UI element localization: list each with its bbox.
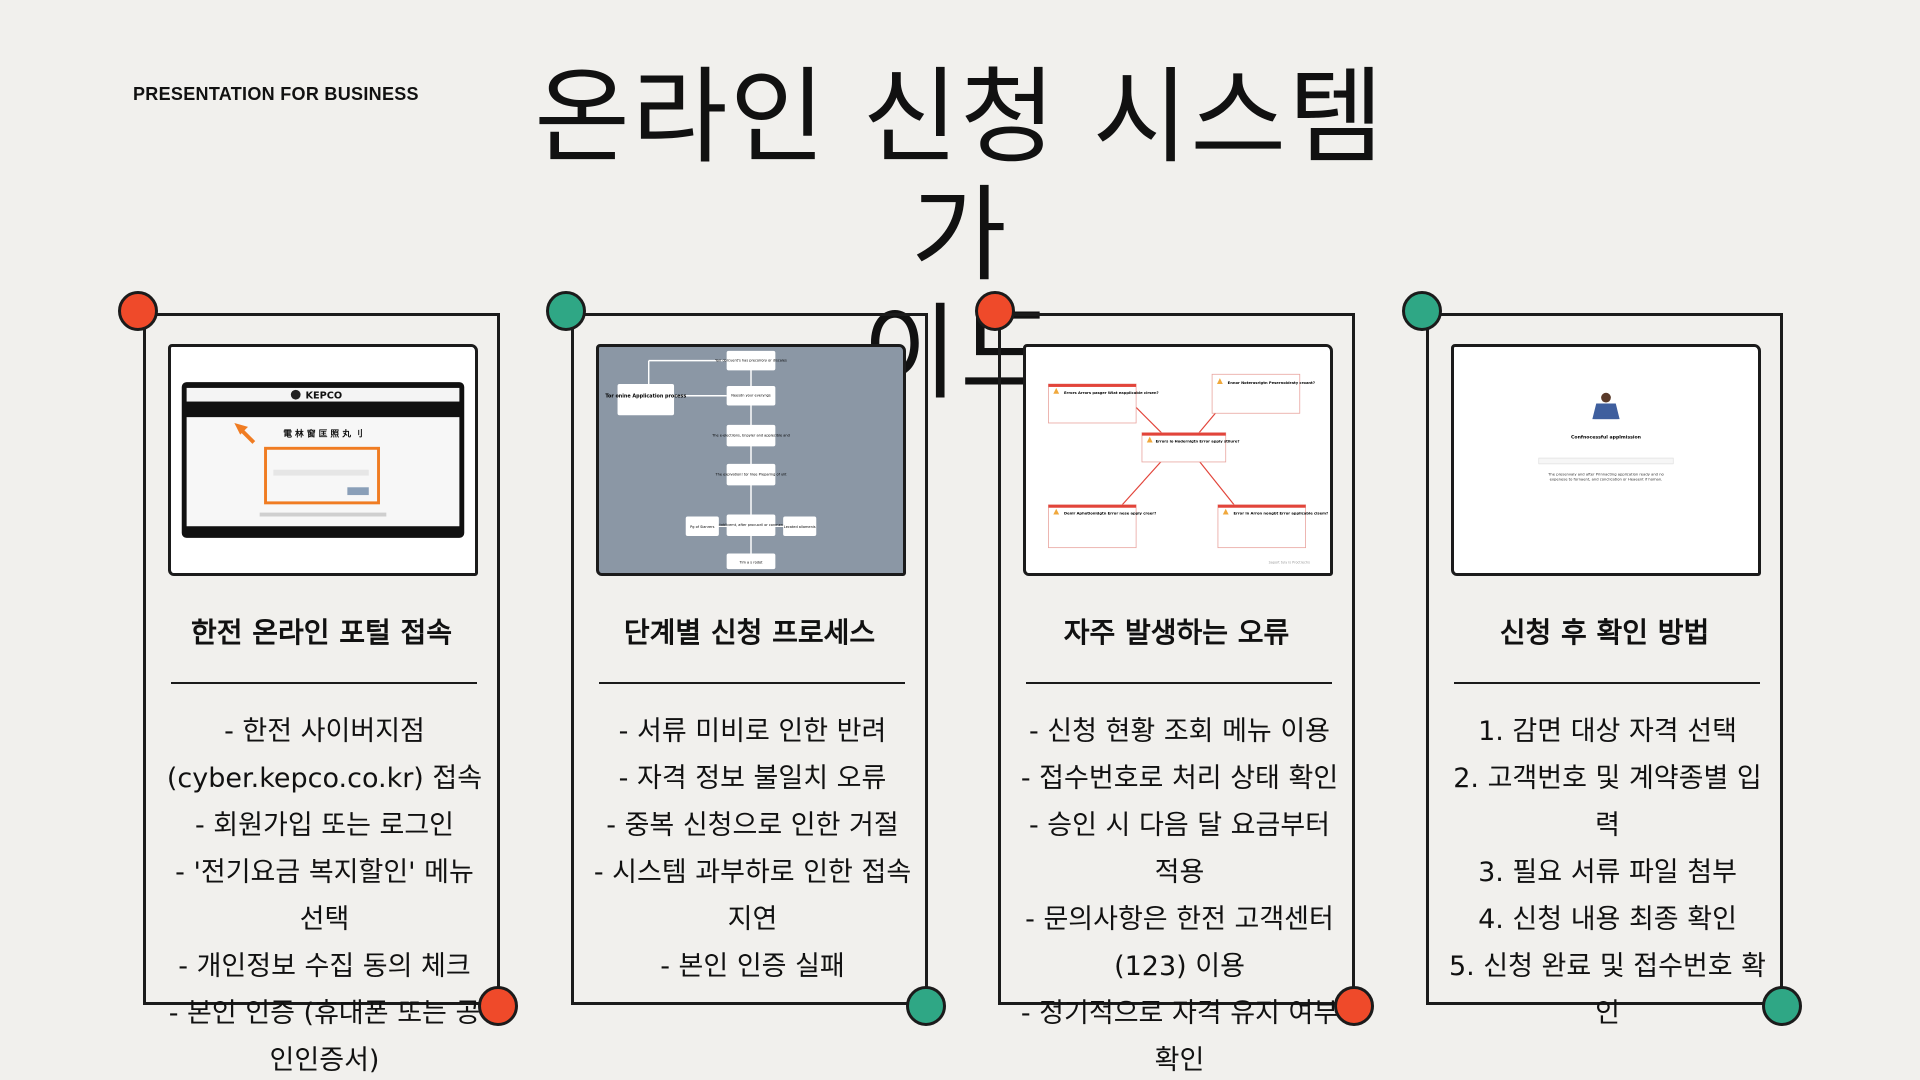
eyebrow-label: PRESENTATION FOR BUSINESS	[133, 84, 419, 104]
body-line: 1. 감면 대상 자격 선택	[1478, 716, 1737, 747]
red-corner-dot	[118, 291, 158, 331]
flow-step: Tim a s rodot	[739, 560, 764, 564]
confirmation-screen-image: Confnocessful applmission The presenvaly…	[1451, 344, 1761, 576]
body-line: - 본인 인증 (휴대폰 또는 공	[168, 998, 481, 1029]
body-line: 확인	[1154, 1045, 1205, 1076]
body-line: - 승인 시 다음 달 요금부터	[1028, 810, 1331, 841]
body-line: 인	[1595, 998, 1620, 1029]
card-confirmation: Confnocessful applmission The presenvaly…	[1426, 313, 1783, 1029]
card-body: 1. 감면 대상 자격 선택 2. 고객번호 및 계약종별 입 력 3. 필요 …	[1417, 708, 1798, 1037]
divider	[1026, 682, 1332, 684]
error-box: Errors lo Hodernigtn Error apply stilure…	[1156, 439, 1240, 443]
kepco-portal-image: KEPCO 電 林 窗 匡 照 丸 刂	[172, 347, 474, 573]
card-title: 자주 발생하는 오류	[1063, 616, 1290, 649]
divider	[599, 682, 905, 684]
card-title: 신청 후 확인 방법	[1499, 616, 1710, 649]
flow-side-left: Pg of Sianrers	[690, 525, 714, 529]
body-line: 3. 필요 서류 파일 첨부	[1478, 857, 1737, 888]
kepco-brand-text: KEPCO	[305, 391, 342, 402]
flow-step: Establicemt, after procuoril or conmenet	[716, 523, 788, 527]
body-line: 인인증서)	[269, 1045, 380, 1076]
body-line: - 개인정보 수집 동의 체크	[178, 951, 471, 982]
page-title-line-1: 온라인 신청 시스템 가	[534, 56, 1386, 296]
card-common-errors: Errors Arrors pasger Wiat eapplicable ci…	[998, 313, 1355, 1076]
flowchart-svg: Tor onine Application process Yoir dorcu…	[600, 347, 902, 573]
error-diagram-image: Errors Arrors pasger Wiat eapplicable ci…	[1023, 344, 1333, 576]
confirmation-caption: The presenvaly and after Prinnacting app…	[1548, 471, 1664, 482]
body-line: 지연	[727, 904, 778, 935]
body-line: - 정기적으로 자격 유지 여부	[1020, 998, 1339, 1029]
divider	[171, 682, 477, 684]
body-line: 2. 고객번호 및 계약종별 입	[1453, 763, 1762, 794]
body-line: - 회원가입 또는 로그인	[194, 810, 455, 841]
body-line: - 서류 미비로 인한 반려	[618, 716, 887, 747]
body-line: 력	[1595, 810, 1620, 841]
body-line: - 한전 사이버지점	[224, 716, 425, 747]
confirmation-svg: Confnocessful applmission The presenvaly…	[1455, 347, 1757, 573]
red-corner-dot	[1334, 986, 1374, 1026]
flow-step: Yoir dorcuent's has precoirory or discal…	[715, 359, 787, 363]
confirmation-heading: Confnocessful applmission	[1571, 435, 1641, 441]
portal-heading-text: 電 林 窗 匡 照 丸 刂	[283, 428, 363, 440]
error-diagram-svg: Errors Arrors pasger Wiat eapplicable ci…	[1027, 347, 1329, 573]
card-body: - 서류 미비로 인한 반려 - 자격 정보 불일치 오류 - 중복 신청으로 …	[562, 708, 943, 990]
body-line: 4. 신청 내용 최종 확인	[1478, 904, 1737, 935]
error-box: Ennor Noterasrigtn Pesernoldraty croant?	[1228, 381, 1315, 385]
diagram-footer: Saport tuly is Proctrechs	[1269, 560, 1311, 564]
body-line: - 시스템 과부하로 인한 접속	[593, 857, 912, 888]
flow-step: The expivation! tor hlee Preparing of ul…	[714, 473, 787, 477]
card-title: 단계별 신청 프로세스	[623, 616, 876, 649]
green-corner-dot	[1762, 986, 1802, 1026]
page-title: 온라인 신청 시스템 가 이드	[520, 58, 1400, 412]
kepco-portal-screenshot: KEPCO 電 林 窗 匡 照 丸 刂	[168, 344, 478, 576]
card-portal-access: KEPCO 電 林 窗 匡 照 丸 刂 한전 온라인 포털 접속 - 한전 사이…	[143, 313, 500, 1076]
card-process: Tor onine Application process Yoir dorcu…	[571, 313, 928, 1005]
body-line: - 자격 정보 불일치 오류	[618, 763, 887, 794]
body-line: 적용	[1154, 857, 1205, 888]
card-title: 한전 온라인 포털 접속	[190, 616, 453, 649]
error-box: Errors Arrors pasger Wiat eapplicable ci…	[1064, 391, 1159, 395]
green-corner-dot	[906, 986, 946, 1026]
body-line: (cyber.kepco.co.kr) 접속	[166, 763, 483, 794]
body-line: - 중복 신청으로 인한 거절	[606, 810, 899, 841]
flow-step: The e-electiions, Enpyler and applecible…	[711, 434, 790, 438]
error-box: Error in Arron nongbt Error applicable c…	[1234, 512, 1329, 516]
body-line: - 신청 현황 조회 메뉴 이용	[1028, 716, 1331, 747]
green-corner-dot	[1402, 291, 1442, 331]
body-line: - 본인 인증 실패	[660, 951, 845, 982]
flow-step: Neesdn your everyngs	[731, 394, 771, 398]
divider	[1454, 682, 1760, 684]
card-body: - 한전 사이버지점 (cyber.kepco.co.kr) 접속 - 회원가입…	[134, 708, 515, 1080]
body-line: - 접수번호로 처리 상태 확인	[1020, 763, 1339, 794]
flow-start-box: Tor onine Application process	[605, 394, 686, 400]
body-line: 5. 신청 완료 및 접수번호 확	[1448, 951, 1767, 982]
process-flowchart-image: Tor onine Application process Yoir dorcu…	[596, 344, 906, 576]
body-line: - '전기요금 복지할인' 메뉴	[175, 857, 474, 888]
body-line: - 문의사항은 한전 고객센터	[1025, 904, 1334, 935]
card-body: - 신청 현황 조회 메뉴 이용 - 접수번호로 처리 상태 확인 - 승인 시…	[989, 708, 1370, 1080]
red-corner-dot	[975, 291, 1015, 331]
green-corner-dot	[546, 291, 586, 331]
red-corner-dot	[478, 986, 518, 1026]
flow-side-right: Lecated allamenis	[784, 525, 816, 529]
body-line: (123) 이용	[1114, 951, 1245, 982]
body-line: 선택	[299, 904, 350, 935]
error-box: Denir Aphotionidgtn Error nese apply cre…	[1064, 512, 1156, 516]
